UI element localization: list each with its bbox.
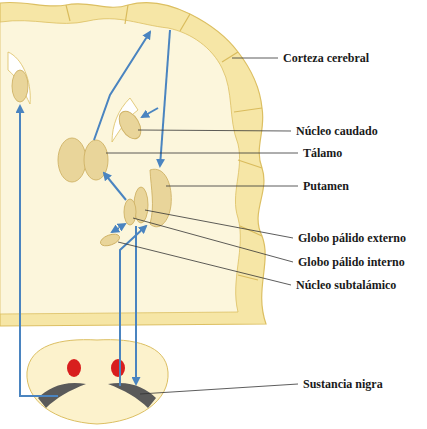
red-nucleus bbox=[67, 359, 81, 377]
sulcus bbox=[240, 226, 262, 236]
cortex bbox=[0, 2, 266, 326]
ventricle bbox=[8, 52, 138, 142]
pathway-arrow bbox=[120, 226, 146, 386]
sulcus bbox=[66, 5, 262, 280]
structure-label: Sustancia nigra bbox=[303, 377, 383, 391]
structure-label: Globo pálido interno bbox=[298, 255, 405, 269]
sulcus bbox=[222, 52, 238, 62]
sulcus bbox=[180, 14, 190, 31]
structure-label: Putamen bbox=[303, 179, 349, 193]
structure-label: Núcleo subtalámico bbox=[296, 278, 396, 292]
structure-label: Núcleo caudado bbox=[296, 124, 378, 138]
pathway-arrow bbox=[20, 106, 58, 396]
sulcus bbox=[238, 160, 262, 168]
pathway-arrow bbox=[112, 224, 125, 232]
ventricle bbox=[8, 52, 30, 104]
leader-line bbox=[166, 186, 298, 187]
red-nucleus bbox=[111, 359, 125, 377]
pathway-arrow bbox=[94, 32, 150, 140]
basal-nucleus bbox=[99, 232, 121, 248]
sulcus bbox=[125, 5, 128, 24]
leader-line bbox=[140, 384, 298, 394]
leader-line bbox=[106, 153, 298, 154]
basal-nucleus bbox=[134, 187, 148, 223]
pathway-arrow bbox=[142, 108, 158, 117]
leader-line bbox=[118, 242, 291, 285]
pathway-arrow bbox=[160, 30, 170, 166]
basal-nucleus bbox=[12, 70, 28, 102]
brain-slice bbox=[0, 2, 266, 326]
pathway-arrow bbox=[135, 226, 137, 384]
basal-nucleus bbox=[12, 70, 171, 248]
leader-line bbox=[106, 58, 298, 394]
basal-nucleus bbox=[115, 108, 146, 143]
pathway-arrow bbox=[104, 173, 126, 200]
leader-line bbox=[138, 130, 291, 131]
structure-label: Tálamo bbox=[303, 146, 342, 160]
leader-line bbox=[232, 58, 278, 59]
structure-label: Globo pálido externo bbox=[298, 231, 406, 245]
basal-nucleus bbox=[124, 199, 136, 225]
basal-nucleus bbox=[150, 169, 171, 227]
basal-nucleus bbox=[58, 138, 86, 182]
sulcus bbox=[66, 5, 70, 21]
structure-label: Corteza cerebral bbox=[283, 51, 369, 65]
midbrain bbox=[27, 340, 168, 424]
sulcus bbox=[234, 108, 262, 112]
pathway-arrow bbox=[20, 30, 170, 396]
leader-line bbox=[145, 210, 293, 238]
leader-line bbox=[133, 218, 293, 262]
midbrain bbox=[27, 340, 168, 424]
substantia-nigra bbox=[108, 383, 156, 408]
